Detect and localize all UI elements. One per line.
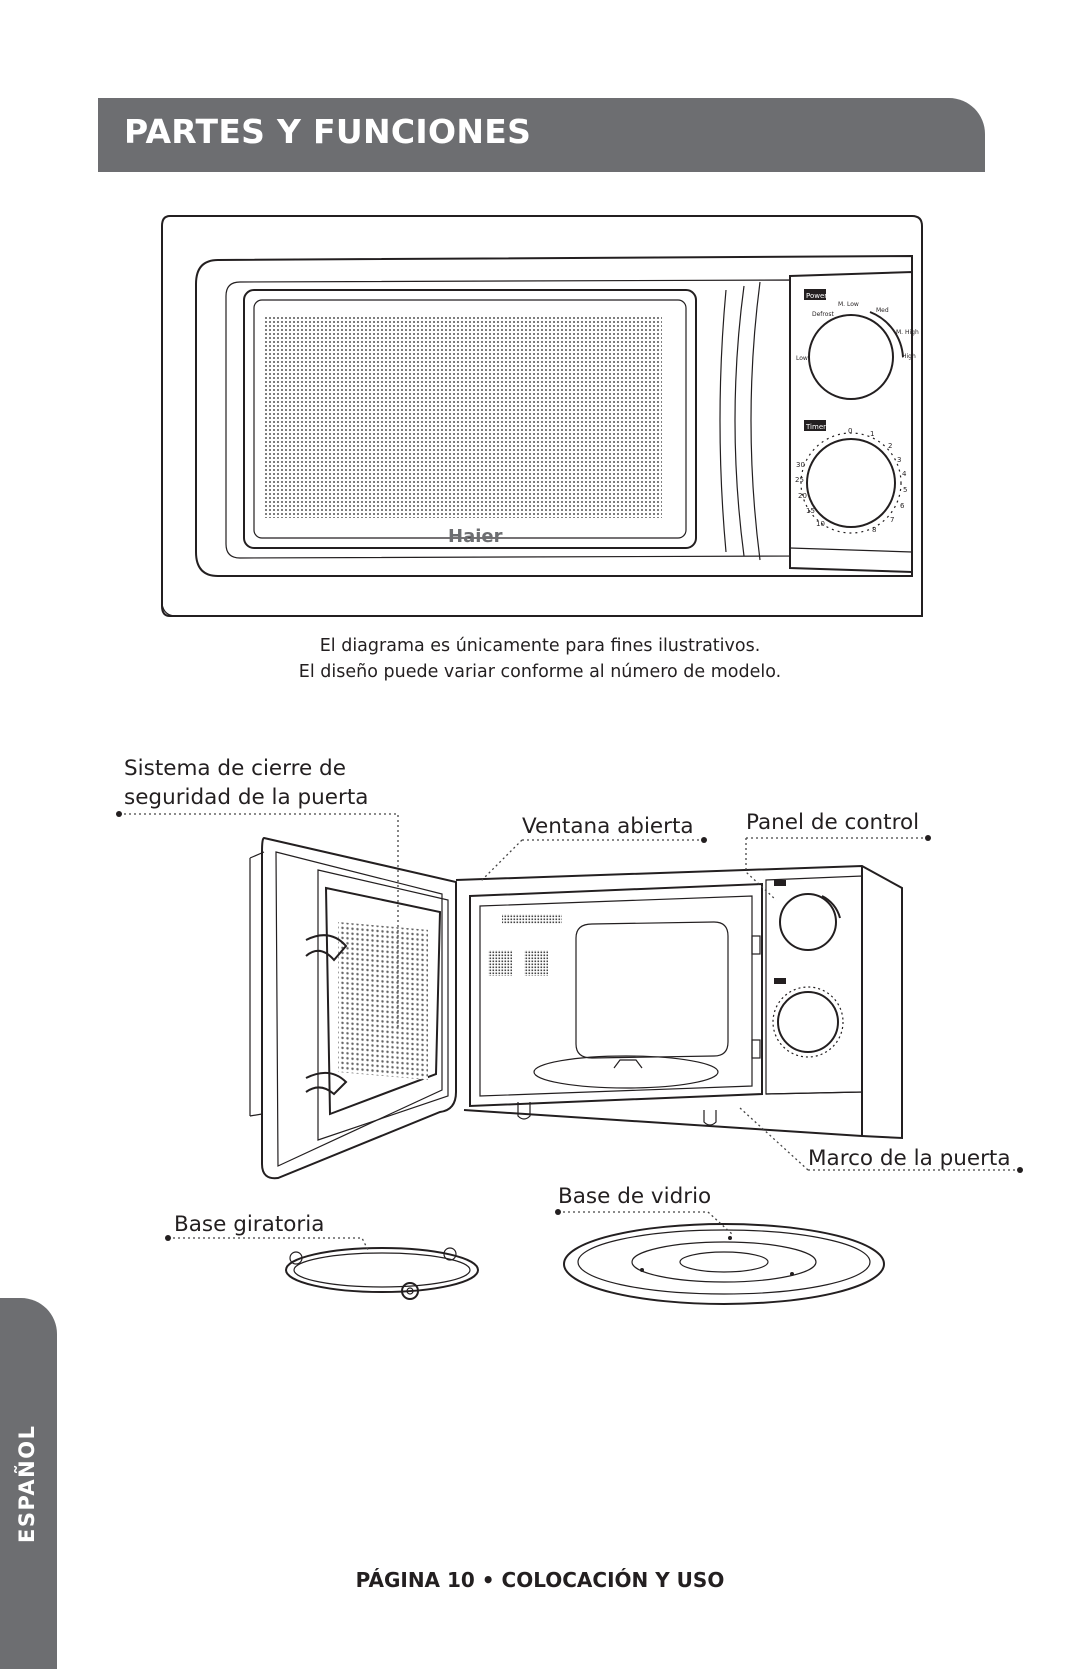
brand-logo: Haier [448,526,503,547]
label-control-panel: Panel de control [746,810,920,835]
timer-number: 15 [806,507,815,515]
label-door-lock-line-1: Sistema de cierre de [124,756,346,781]
timer-number: 6 [900,502,905,510]
timer-number: 30 [796,461,805,469]
power-setting: Low [796,355,808,362]
leader-lines [116,811,1023,1251]
label-turntable: Base giratoria [174,1212,325,1237]
closed-microwave-diagram: Power Defrost M. Low Med M. High High Lo… [161,215,923,617]
timer-label: Timer [805,423,826,431]
timer-number: 20 [798,492,807,500]
timer-number: 7 [890,516,894,524]
page-footer: PÁGINA 10 • COLOCACIÓN Y USO [355,1568,725,1592]
label-door-frame: Marco de la puerta [808,1146,1011,1171]
open-microwave-diagram [249,836,903,1180]
label-glass-base: Base de vidrio [558,1184,712,1209]
timer-number: 25 [795,476,804,484]
power-setting: Med [876,307,889,314]
power-setting: Defrost [812,311,835,318]
power-setting: High [902,353,916,360]
section-header: PARTES Y FUNCIONES [98,98,985,172]
caption-line-1: El diagrama es únicamente para fines ilu… [319,636,761,656]
power-setting: M. High [896,329,919,336]
timer-number: 0 [848,427,852,435]
timer-number: 8 [872,526,876,534]
timer-number: 4 [902,470,907,478]
timer-number: 2 [888,442,892,450]
timer-number: 3 [897,456,901,464]
glass-tray-drawing [563,1223,885,1305]
language-tab [0,1298,57,1669]
label-door-lock-line-2: seguridad de la puerta [124,785,369,810]
label-open-window: Ventana abierta [522,814,694,839]
timer-number: 5 [903,486,907,494]
page-title: PARTES Y FUNCIONES [124,112,532,151]
caption-line-2: El diseño puede variar conforme al númer… [298,662,782,682]
timer-number: 10 [816,520,825,528]
timer-number: 1 [870,430,874,438]
power-label: Power [806,292,827,300]
language-tab-label: ESPAÑOL [15,1424,39,1544]
power-setting: M. Low [838,301,859,308]
turntable-ring-drawing [285,1247,479,1300]
